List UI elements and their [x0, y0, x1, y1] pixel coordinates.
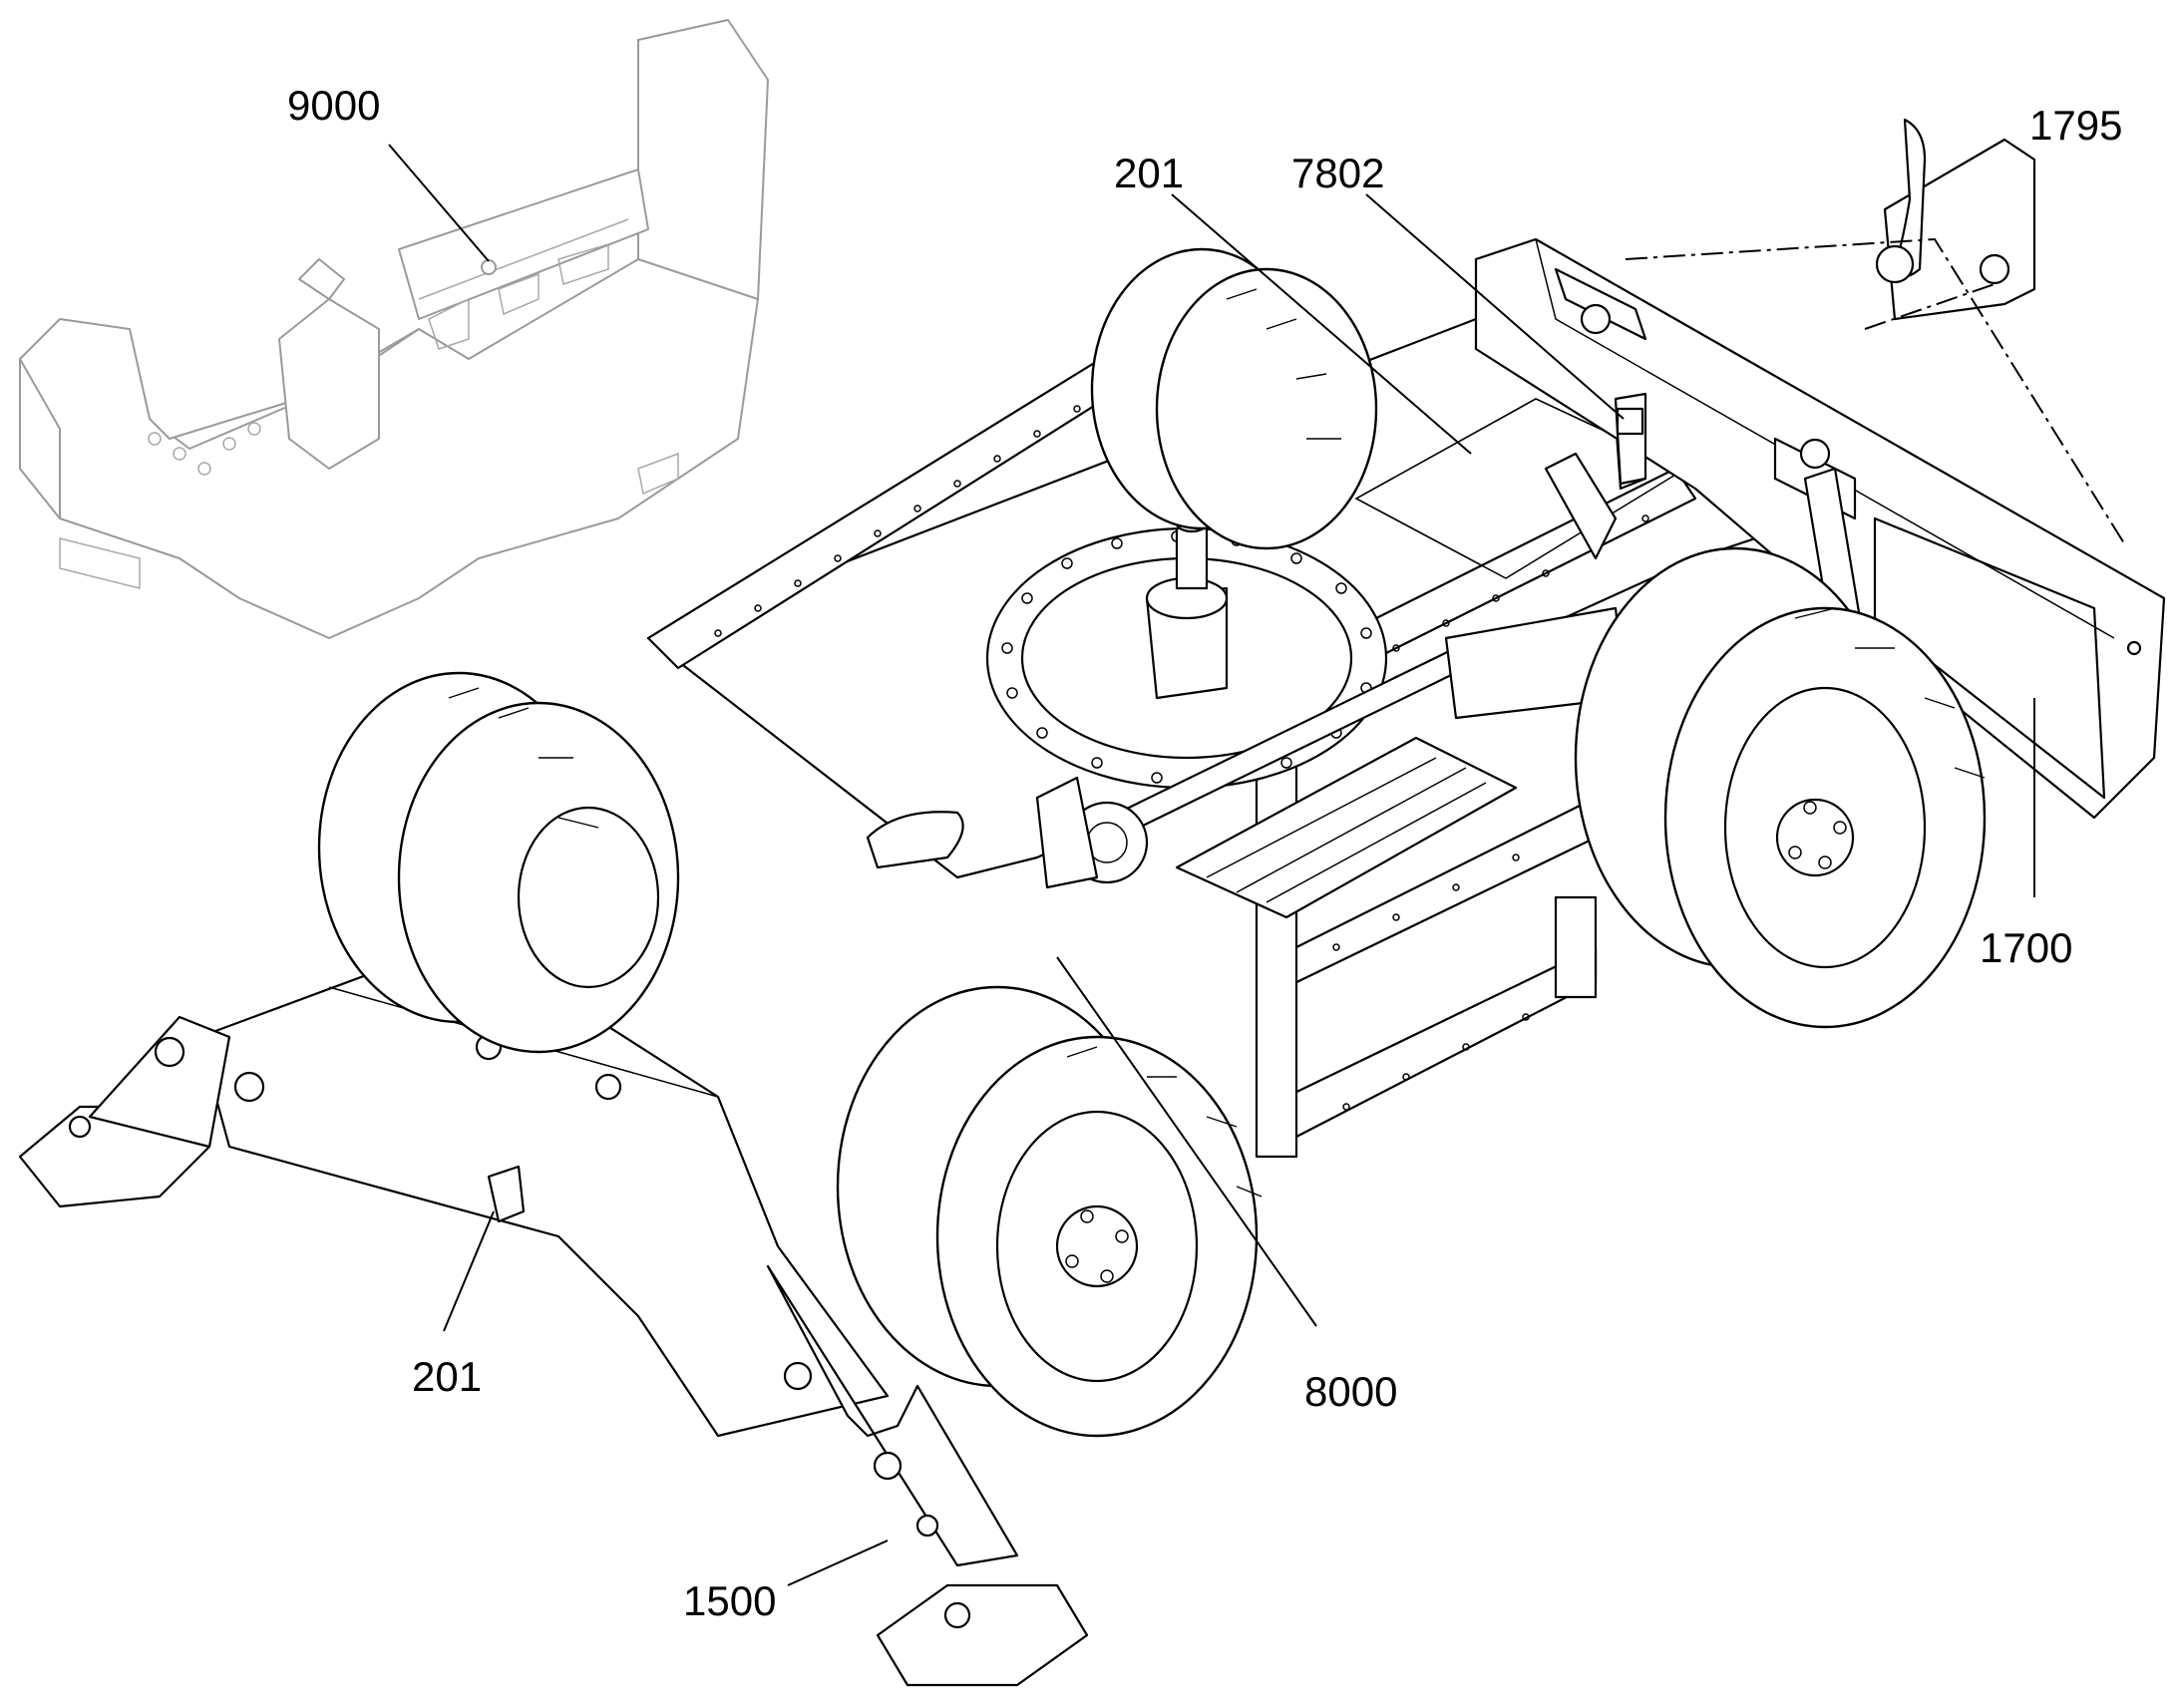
pin-1795-drawing	[1875, 118, 2036, 321]
perforated-step-dots	[714, 405, 1649, 1111]
callout-1700: 1700	[1980, 924, 2072, 971]
callout-1795: 1795	[2029, 102, 2122, 149]
callout-labels: 9000 201 7802 1795 1700 8000 201 1500	[287, 82, 2122, 1624]
callout-7802: 7802	[1291, 150, 1384, 196]
operator-cab-ghost-drawing	[19, 19, 769, 639]
callout-8000: 8000	[1304, 1368, 1397, 1415]
callout-1500: 1500	[683, 1577, 776, 1624]
callout-201-bottom: 201	[412, 1353, 482, 1400]
wheels-drawing	[317, 247, 1987, 1438]
callout-9000: 9000	[287, 82, 380, 129]
callout-201-top: 201	[1114, 150, 1184, 196]
undercarriage-chassis-drawing	[18, 118, 2166, 1687]
leader-lines	[388, 144, 2125, 1586]
